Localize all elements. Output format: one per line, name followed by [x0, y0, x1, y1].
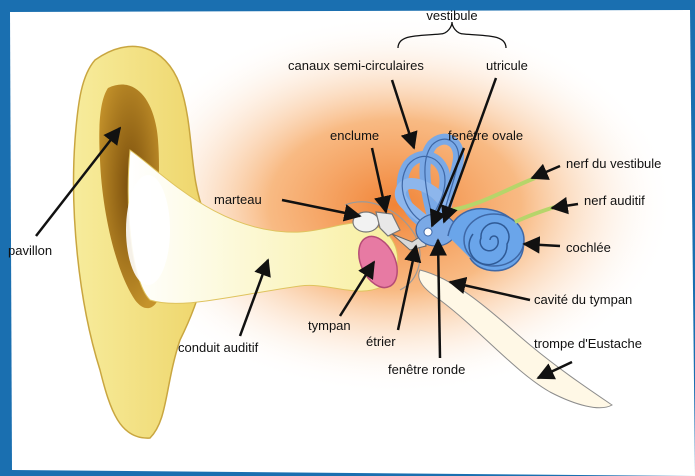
label-nerf-du-vestibule: nerf du vestibule — [566, 156, 661, 171]
label-trompe-d-eustache: trompe d'Eustache — [534, 336, 642, 351]
label-tympan: tympan — [308, 318, 351, 333]
label-pavillon: pavillon — [8, 243, 52, 258]
label-conduit-auditif: conduit auditif — [178, 340, 259, 355]
label-fenetre-ronde: fenêtre ronde — [388, 362, 465, 377]
label-canaux-semi-circulaires: canaux semi-circulaires — [288, 58, 424, 73]
canal-highlight — [126, 175, 170, 285]
oval-window-shape — [424, 228, 432, 236]
label-nerf-auditif: nerf auditif — [584, 193, 645, 208]
label-utricule: utricule — [486, 58, 528, 73]
label-cavite-du-tympan: cavité du tympan — [534, 292, 632, 307]
label-enclume: enclume — [330, 128, 379, 143]
label-fenetre-ovale: fenêtre ovale — [448, 128, 523, 143]
label-cochlee: cochlée — [566, 240, 611, 255]
label-etrier: étrier — [366, 334, 396, 349]
label-vestibule: vestibule — [426, 8, 477, 23]
label-marteau: marteau — [214, 192, 262, 207]
